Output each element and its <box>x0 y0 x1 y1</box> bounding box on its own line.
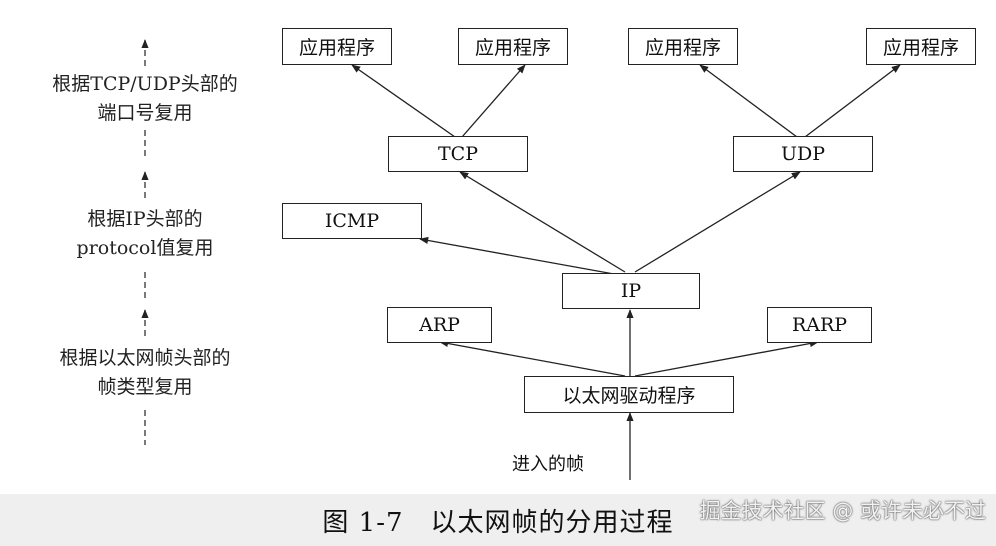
arrow-eth-rarp <box>634 339 819 377</box>
label-ip-line2: protocol值复用 <box>76 237 214 259</box>
arrow-ip-udp <box>634 171 801 273</box>
node-app1: 应用程序 <box>282 28 392 65</box>
node-arp: ARP <box>387 307 492 343</box>
caption-band <box>0 494 996 546</box>
arrow-tcp-app1 <box>351 64 456 138</box>
node-app3: 应用程序 <box>628 28 738 65</box>
arrow-eth-arp <box>439 339 626 377</box>
watermark: 掘金技术社区 @ 或许未必不过 <box>699 499 986 523</box>
label-eth-line2: 帧类型复用 <box>97 376 193 398</box>
node-ethernet-driver: 以太网驱动程序 <box>524 376 734 413</box>
node-rarp: RARP <box>767 307 872 343</box>
node-app2: 应用程序 <box>458 28 568 65</box>
label-ip-line1: 根据IP头部的 <box>87 208 203 230</box>
label-tcp-udp-line1: 根据TCP/UDP头部的 <box>52 73 238 95</box>
label-ethernet-demux: 根据以太网帧头部的 帧类型复用 <box>20 344 270 402</box>
incoming-frames-label: 进入的帧 <box>512 454 584 475</box>
label-eth-line1: 根据以太网帧头部的 <box>59 347 231 369</box>
label-tcp-udp-demux: 根据TCP/UDP头部的 端口号复用 <box>20 70 270 128</box>
arrow-tcp-app2 <box>461 64 526 138</box>
label-tcp-udp-line2: 端口号复用 <box>97 102 193 124</box>
node-udp: UDP <box>733 136 873 172</box>
node-app4: 应用程序 <box>866 28 976 65</box>
node-icmp: ICMP <box>282 203 422 239</box>
arrow-ip-tcp <box>459 171 626 273</box>
node-tcp: TCP <box>388 136 528 172</box>
label-ip-demux: 根据IP头部的 protocol值复用 <box>20 205 270 263</box>
arrow-udp-app4 <box>804 64 901 138</box>
node-ip: IP <box>562 273 700 309</box>
arrow-ip-icmp <box>419 236 626 277</box>
figure-caption: 图 1-7 以太网帧的分用过程 <box>322 508 674 538</box>
arrow-udp-app3 <box>699 64 798 138</box>
